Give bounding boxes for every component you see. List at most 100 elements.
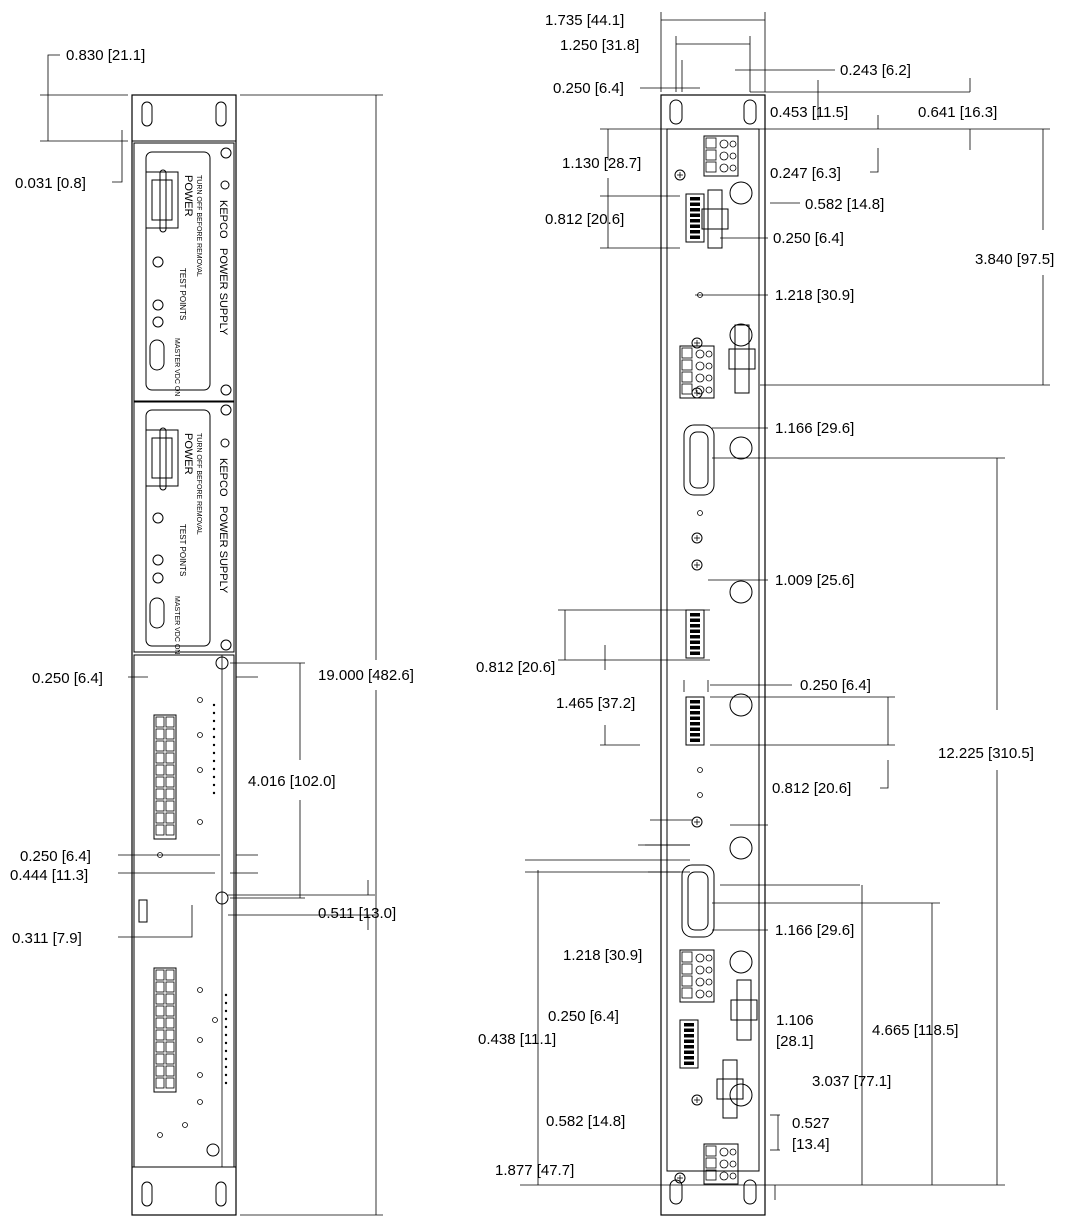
connector-pin <box>165 716 175 728</box>
adjust-knob <box>728 348 756 370</box>
terminal-screw <box>695 965 705 975</box>
dim-dip4-edge: 0.250 [6.4] <box>548 1008 619 1025</box>
dim-dip4-gap: 0.438 [11.1] <box>478 1031 556 1048</box>
connector-pin <box>165 993 175 1005</box>
slot-guide-hole <box>215 891 229 905</box>
board-via <box>224 1017 228 1021</box>
connector-pin <box>165 1017 175 1029</box>
dip-lever <box>690 700 700 704</box>
terminal-slot <box>705 149 717 161</box>
dim-dip-spacing: 1.465 [37.2] <box>556 695 635 712</box>
terminal-screw <box>729 1148 737 1156</box>
dip-lever <box>690 235 700 239</box>
screw-icon <box>691 532 703 544</box>
board-via <box>212 751 216 755</box>
terminal-block <box>703 135 739 177</box>
d-sub-connector-1 <box>683 424 715 496</box>
edge-connector <box>153 967 177 1093</box>
dip-lever <box>684 1061 694 1065</box>
dim-overall-height: 19.000 [482.6] <box>318 667 414 684</box>
connector-pin <box>155 764 165 776</box>
adjust-shaft <box>722 1059 738 1119</box>
potentiometer <box>729 323 753 347</box>
board-via <box>224 1041 228 1045</box>
connector-pin <box>155 969 165 981</box>
master-label: MASTER VDC ON <box>173 596 180 654</box>
terminal-slot <box>681 359 693 371</box>
terminal-block <box>703 1143 739 1185</box>
terminal-screw <box>695 953 705 963</box>
connector-pin <box>155 776 165 788</box>
dip-lever <box>684 1056 694 1060</box>
terminal-slot <box>681 975 693 987</box>
bottom-rack-ear <box>131 1166 237 1216</box>
dim-slot-edge-top: 0.250 [6.4] <box>32 670 103 687</box>
dim-hole-spacing: 1.250 [31.8] <box>560 37 639 54</box>
dim-conn1-offset: 1.130 [28.7] <box>562 155 641 172</box>
connector-pin <box>165 812 175 824</box>
connector-pin <box>155 824 165 836</box>
terminal-screw <box>705 978 713 986</box>
screw-icon <box>691 559 703 571</box>
d-sub-connector-2 <box>681 864 715 938</box>
dip-lever <box>690 727 700 731</box>
dip-switch <box>679 1019 699 1069</box>
board-via <box>212 743 216 747</box>
connector-pin <box>155 981 165 993</box>
board-dots <box>157 697 228 1138</box>
dip-lever <box>690 716 700 720</box>
board-via <box>224 1001 228 1005</box>
dim-top-to-panel: 0.641 [16.3] <box>918 104 997 121</box>
board-via <box>197 1037 203 1043</box>
dim-conn4-offset: 3.037 [77.1] <box>812 1073 891 1090</box>
dim-dip3-edge: 0.250 [6.4] <box>800 677 871 694</box>
connector-pin <box>155 812 165 824</box>
connector-body <box>153 967 177 1093</box>
test-point-jack <box>152 554 164 566</box>
screw-icon <box>674 169 686 181</box>
dim-small-gap: 0.031 [0.8] <box>15 175 86 192</box>
terminal-screw <box>705 362 713 370</box>
adjust-shaft <box>734 324 750 394</box>
dip-lever <box>690 208 700 212</box>
rack-slot-hole <box>215 1181 227 1207</box>
screw-icon <box>691 337 703 349</box>
terminal-slot <box>705 161 717 173</box>
terminal-screw <box>695 977 705 987</box>
connector-pin <box>155 1053 165 1065</box>
dim-bottom-conn-height-a: 0.527 <box>792 1115 830 1132</box>
terminal-screw <box>729 140 737 148</box>
adjust-knob <box>716 1078 744 1100</box>
terminal-slot <box>681 383 693 395</box>
dip-lever <box>690 711 700 715</box>
terminal-screw <box>705 374 713 382</box>
dip-switch <box>685 696 705 746</box>
dim-dip2-height: 0.812 [20.6] <box>476 659 555 676</box>
terminal-screw <box>719 139 729 149</box>
board-via <box>224 1049 228 1053</box>
dip-lever <box>690 722 700 726</box>
adjust-knob <box>730 999 758 1021</box>
connector-pin <box>155 1077 165 1089</box>
dim-dip1-height: 0.812 [20.6] <box>545 211 624 228</box>
dip-lever <box>690 705 700 709</box>
terminal-block <box>679 949 715 1003</box>
panel-screw-icon <box>220 404 232 416</box>
terminal-screw <box>729 152 737 160</box>
dim-dip1-edge: 0.250 [6.4] <box>773 230 844 247</box>
dip-lever <box>690 651 700 655</box>
board-via <box>197 1099 203 1105</box>
board-via <box>197 697 203 703</box>
power-label: POWER <box>182 175 194 217</box>
connector-pin <box>165 1029 175 1041</box>
connector-pin <box>155 752 165 764</box>
connector-pin <box>155 1041 165 1053</box>
mounting-slot-hole <box>669 99 683 125</box>
terminal-screw <box>705 966 713 974</box>
dip-lever <box>684 1028 694 1032</box>
power-switch <box>145 429 179 487</box>
power-label: POWER <box>182 433 194 475</box>
mounting-slot-hole <box>743 1179 757 1205</box>
power-sub-label: TURN OFF BEFORE REMOVAL <box>195 175 202 277</box>
